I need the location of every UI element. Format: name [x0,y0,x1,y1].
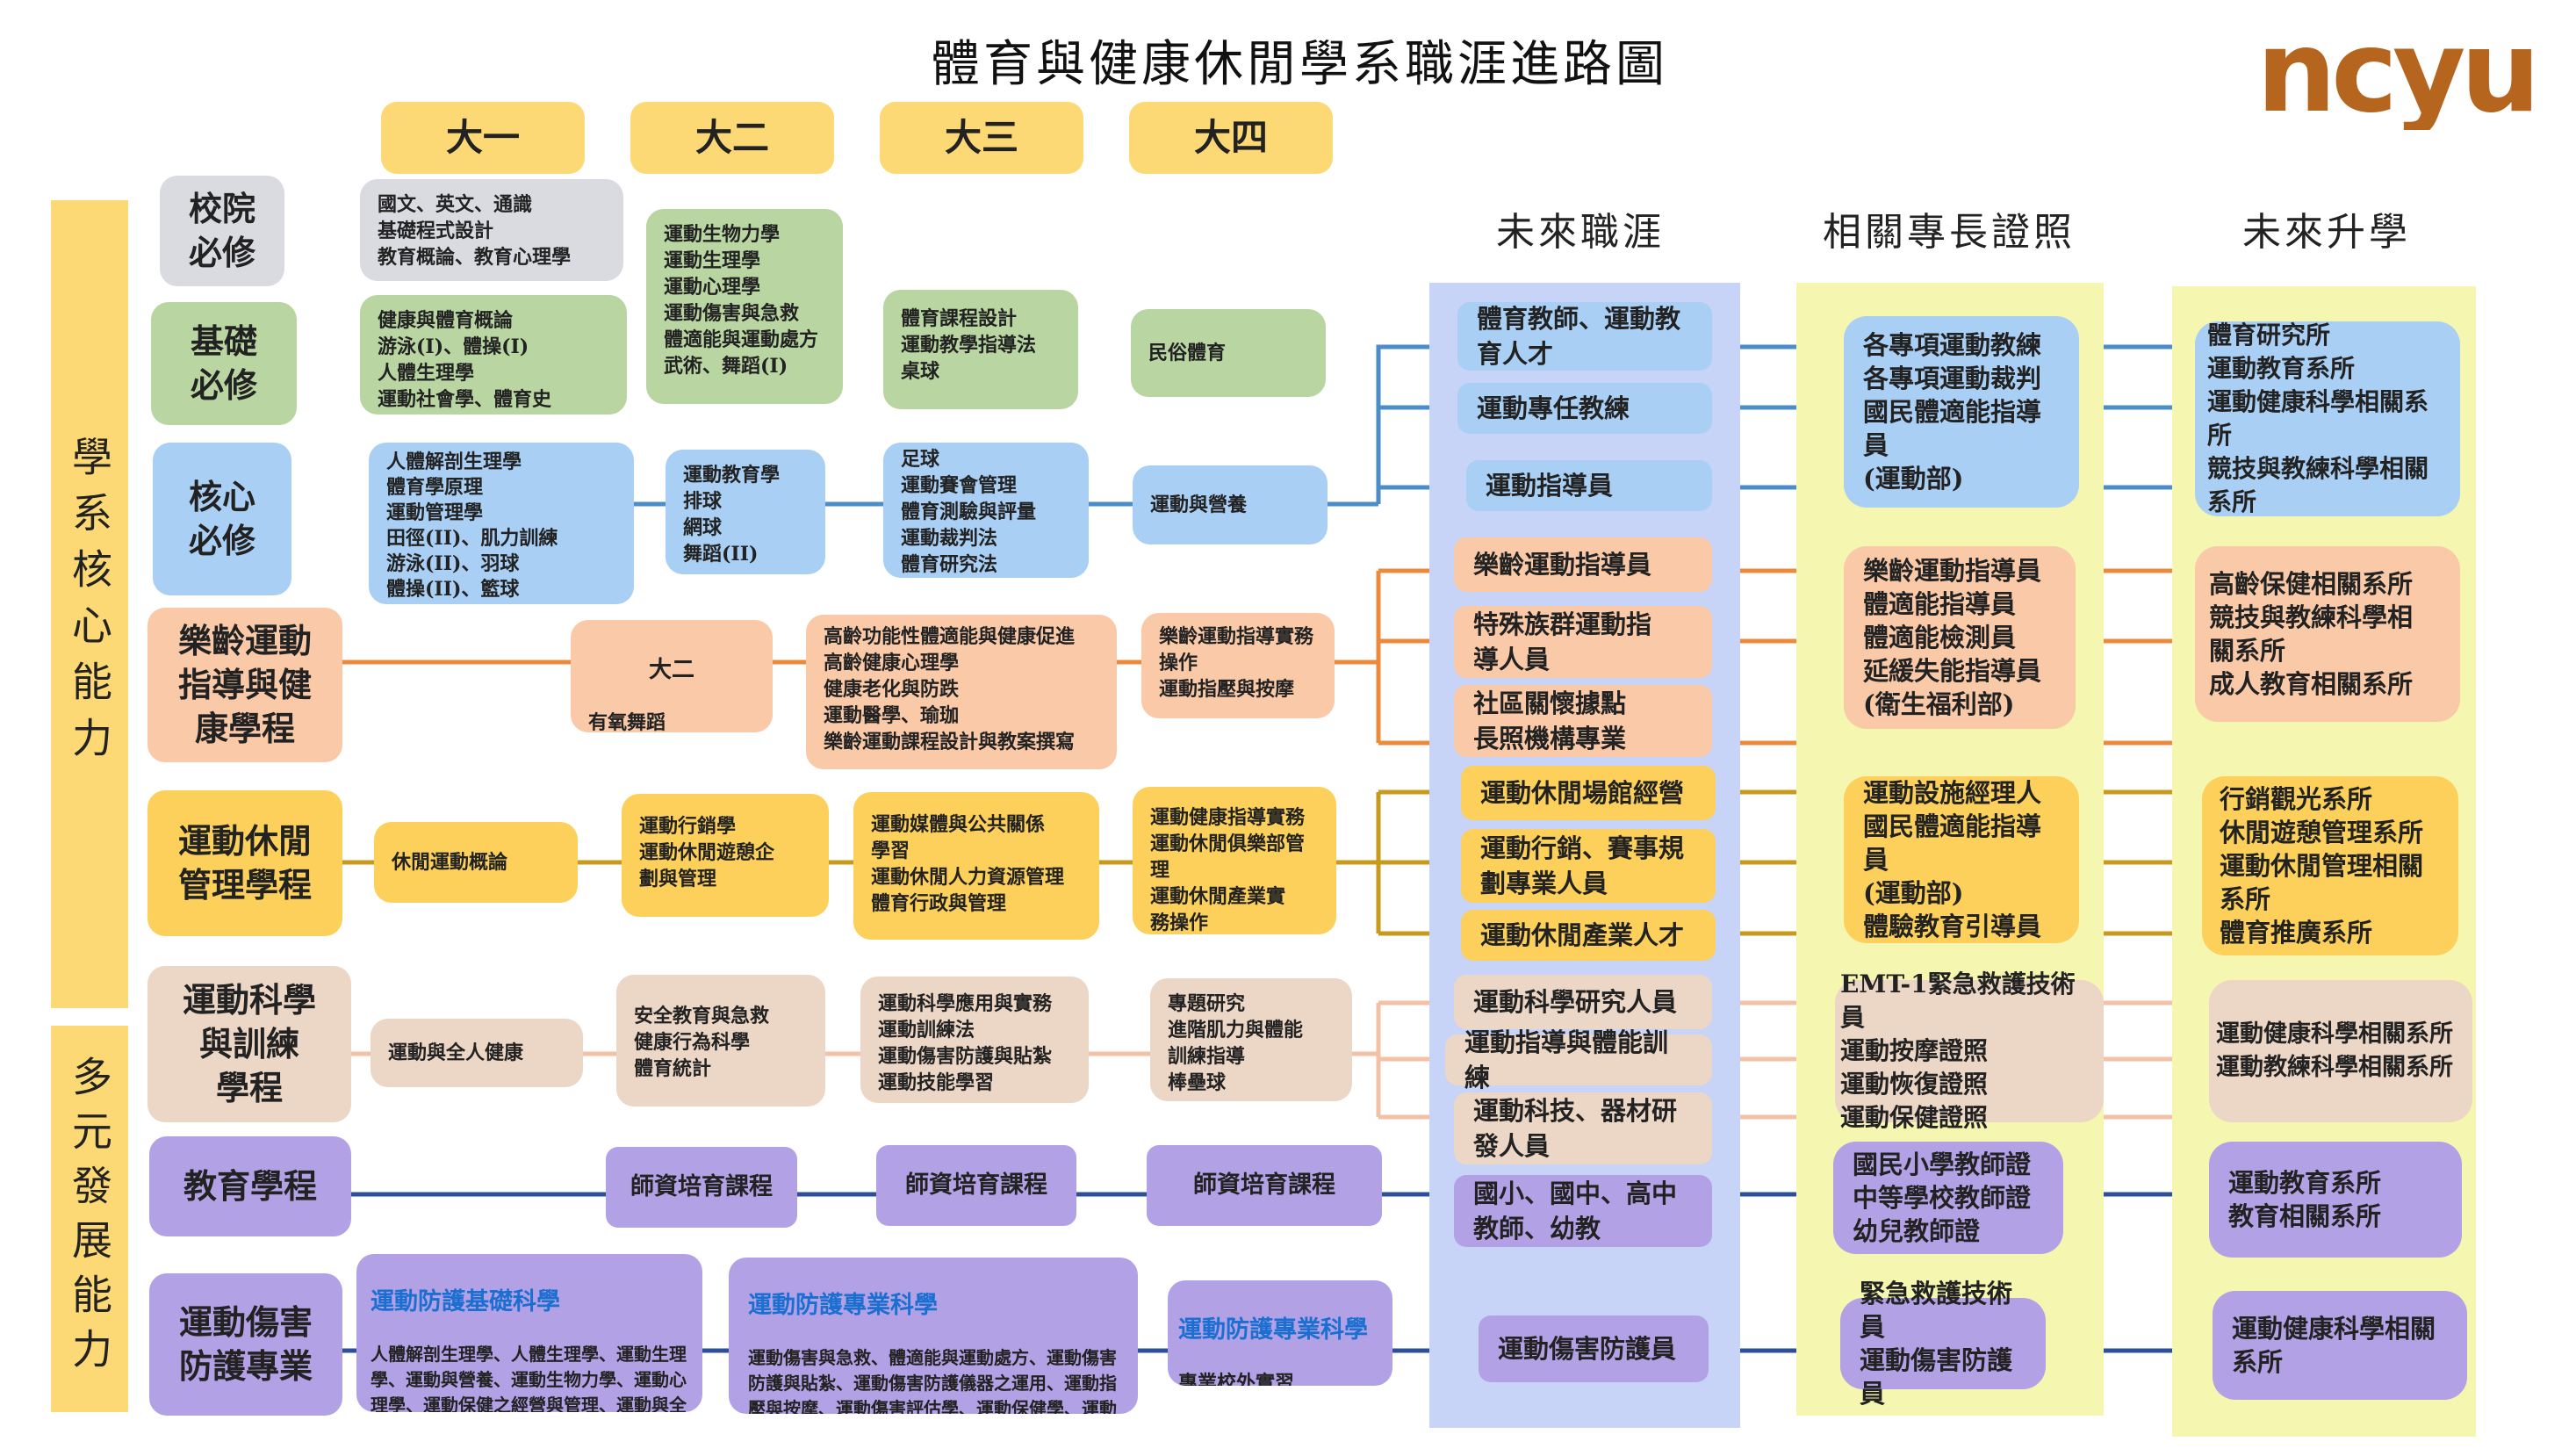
study-senior-health: 高齡保健相關系所 競技與教練科學相 關系所 成人教育相關系所 [2195,546,2460,722]
license-senior-fitness: 樂齡運動指導員 體適能指導員 體適能檢測員 延緩失能指導員 (衛生福利部) [1844,546,2076,729]
career-sport-instructor: 運動指導員 [1466,460,1712,511]
course-core-y2: 運動教育學 排球 網球 舞蹈(II) [666,450,825,574]
course-leisure-y3: 運動媒體與公共關係 學習 運動休閒人力資源管理 體育行政與管理 [853,792,1099,940]
column-head-study: 未來升學 [2242,210,2411,255]
course-injury-y1: 運動防護基礎科學 人體解剖生理學、人體生理學、運動生理學、運動與營養、運動生物力… [356,1254,702,1412]
category-basic-required: 基礎 必修 [151,302,297,425]
course-aging-y4: 樂齡運動指導實務 操作 運動指壓與按摩 [1141,613,1335,718]
course-core-y3: 足球 運動賽會管理 體育測驗與評量 運動裁判法 體育研究法 [883,443,1089,578]
category-school-required: 校院 必修 [160,176,284,286]
course-science-y2: 安全教育與急救 健康行為科學 體育統計 [616,975,825,1106]
career-sport-tech-rd: 運動科技、器材研 發人員 [1454,1092,1712,1164]
side-label-dept-core-text: 學系核心能力 [66,436,113,773]
study-health-science: 運動健康科學相關 系所 [2213,1291,2467,1400]
category-leisure-program: 運動休閒 管理學程 [148,790,342,936]
course-aging-y2-list: 有氧舞蹈 老人保健學 [588,711,666,732]
career-leisure-industry: 運動休閒產業人才 [1461,910,1716,961]
course-injury-y2: 運動防護專業科學 運動傷害與急救、體適能與運動處方、運動傷害防護與貼紮、運動傷害… [729,1258,1138,1414]
course-injury-y1-list: 人體解剖生理學、人體生理學、運動生理學、運動與營養、運動生物力學、運動心理學、運… [371,1344,687,1412]
year-1-header: 大一 [381,102,585,174]
course-injury-y4: 運動防護專業科學 專業校外實習 (運動防護實習) [1168,1280,1392,1386]
course-education-y3: 師資培育課程 [876,1145,1076,1226]
course-school-y1: 國文、英文、通識 基礎程式設計 教育概論、教育心理學 [360,179,623,281]
course-core-y1: 人體解剖生理學 體育學原理 運動管理學 田徑(II)、肌力訓練 游泳(II)、羽… [369,443,634,604]
career-athletic-trainer: 運動傷害防護員 [1479,1315,1709,1382]
course-injury-y2-title: 運動防護專業科學 [748,1292,938,1319]
ncyu-logo: ncyu [2256,16,2541,130]
course-core-y4: 運動與營養 [1133,465,1328,544]
course-basic-y4: 民俗體育 [1131,309,1326,397]
course-basic-y1: 健康與體育概論 游泳(I)、體操(I) 人體生理學 運動社會學、體育史 [360,295,627,414]
career-pe-teacher: 體育教師、運動教 育人才 [1457,302,1712,371]
course-science-y4: 專題研究 進階肌力與體能 訓練指導 棒壘球 [1150,978,1352,1101]
year-4-header: 大四 [1129,102,1333,174]
course-injury-y2-list: 運動傷害與急救、體適能與運動處方、運動傷害防護與貼紮、運動傷害防護儀器之運用、運… [748,1347,1117,1414]
license-teacher-cert: 國民小學教師證 中等學校教師證 幼兒教師證 [1833,1142,2063,1254]
course-education-y4: 師資培育課程 [1147,1145,1382,1226]
side-label-multi-dev-text: 多元發展能力 [66,1056,113,1382]
category-science-program: 運動科學 與訓練 學程 [148,966,351,1122]
license-emt: EMT-1緊急救護技術員 運動按摩證照 運動恢復證照 運動保健證照 [1835,969,2104,1132]
study-sport-science: 運動健康科學相關系所 運動教練科學相關系所 [2209,980,2472,1122]
category-injury-program: 運動傷害 防護專業 [149,1273,342,1416]
category-education-program: 教育學程 [149,1136,351,1236]
career-school-teacher: 國小、國中、高中 教師、幼教 [1454,1175,1712,1247]
course-leisure-y4: 運動健康指導實務 運動休閒俱樂部管理 運動休閒產業實 務操作 [1133,787,1336,934]
study-pe-graduate: 體育研究所 運動教育系所 運動健康科學相關系所 競技與教練科學相關系所 [2195,321,2460,516]
course-science-y1: 運動與全人健康 [371,1019,583,1087]
career-long-term-care: 社區關懷據點 長照機構專業 [1454,685,1712,757]
course-injury-y4-title: 運動防護專業科學 [1178,1316,1368,1344]
course-basic-y3: 體育課程設計 運動教學指導法 桌球 [883,290,1078,409]
course-education-y2: 師資培育課程 [606,1147,797,1228]
career-coach: 運動專任教練 [1457,383,1712,434]
course-aging-y3: 高齡功能性體適能與健康促進 高齡健康心理學 健康老化與防跌 運動醫學、瑜珈 樂齡… [806,615,1117,769]
license-athletic-trainer: 緊急救護技術員 運動傷害防護員 [1840,1279,2046,1409]
course-leisure-y1: 休閒運動概論 [374,822,578,903]
svg-text:ncyu: ncyu [2256,16,2536,130]
column-head-career: 未來職涯 [1496,210,1665,255]
career-special-group-instructor: 特殊族群運動指 導人員 [1454,606,1712,678]
career-venue-management: 運動休閒場館經營 [1461,766,1716,820]
career-event-marketing: 運動行銷、賽事規 劃專業人員 [1461,829,1716,903]
column-head-license: 相關專長證照 [1823,210,2076,255]
year-2-header: 大二 [630,102,834,174]
study-leisure-management: 行銷觀光系所 休閒遊憩管理系所 運動休閒管理相關 系所 體育推廣系所 [2202,776,2458,955]
license-facility-manager: 運動設施經理人 國民體適能指導員 (運動部) 體驗教育引導員 [1844,776,2079,943]
course-injury-y1-title: 運動防護基礎科學 [371,1288,560,1315]
career-fitness-training: 運動指導與體能訓練 [1445,1027,1712,1092]
course-aging-y2-title: 大二 [648,657,694,683]
course-science-y3: 運動科學應用與實務 運動訓練法 運動傷害防護與貼紮 運動技能學習 [860,977,1089,1103]
category-aging-program: 樂齡運動 指導與健 康學程 [148,608,342,762]
career-sport-science-researcher: 運動科學研究人員 [1454,975,1712,1029]
study-education: 運動教育系所 教育相關系所 [2209,1142,2462,1258]
license-coach-referee: 各專項運動教練 各專項運動裁判 國民體適能指導員 (運動部) [1844,316,2079,508]
year-3-header: 大三 [880,102,1083,174]
course-leisure-y2: 運動行銷學 運動休閒遊憩企 劃與管理 [622,794,829,917]
course-aging-y2: 大二 有氧舞蹈 老人保健學 [571,620,773,732]
course-basic-y2: 運動生物力學 運動生理學 運動心理學 運動傷害與急救 體適能與運動處方 武術、舞… [646,209,843,404]
side-label-multi-dev: 多元發展能力 [51,1026,128,1412]
side-label-dept-core: 學系核心能力 [51,200,128,1008]
category-core-required: 核心 必修 [153,443,291,595]
career-senior-instructor: 樂齡運動指導員 [1454,537,1712,592]
course-injury-y4-list: 專業校外實習 (運動防護實習) [1178,1372,1295,1386]
page-title: 體育與健康休閒學系職涯進路圖 [931,36,1668,93]
